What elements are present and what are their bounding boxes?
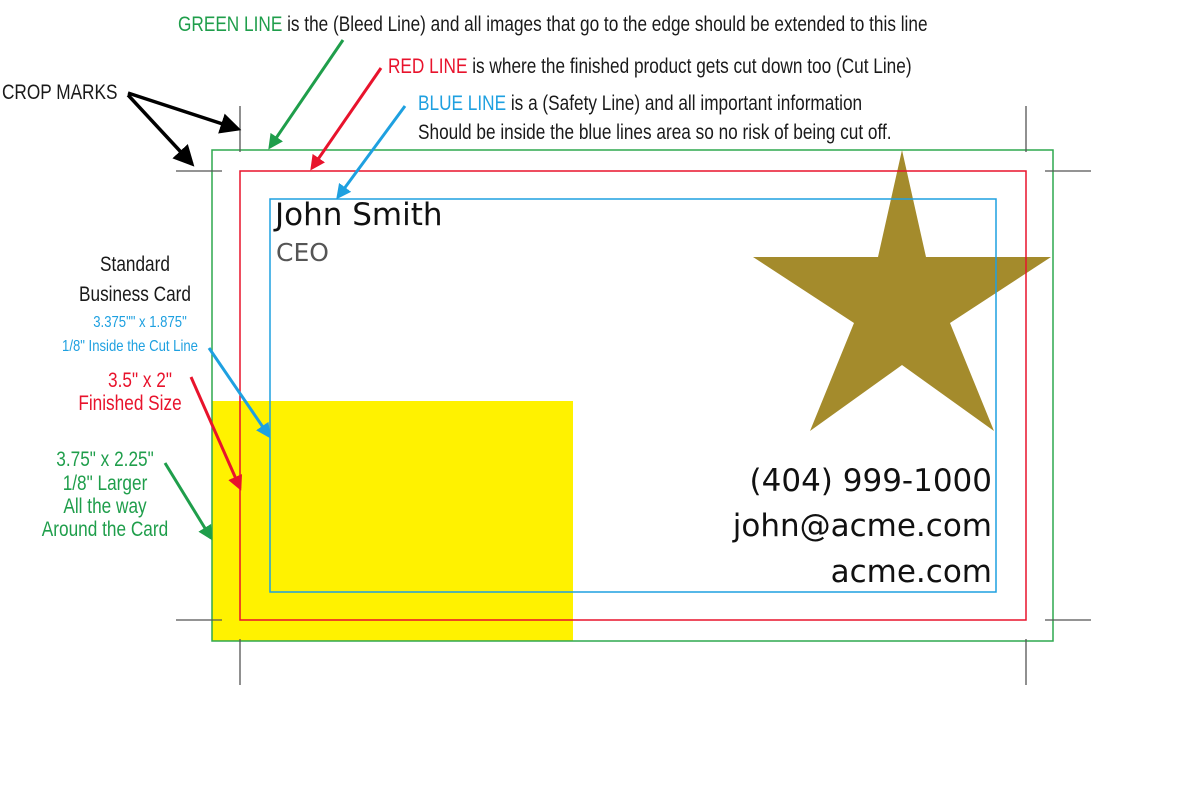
star-shape	[753, 150, 1051, 431]
green-line-description: is the (Bleed Line) and all images that …	[282, 13, 928, 36]
green-line-arrow	[268, 39, 345, 150]
blue-line-annotation-line2: Should be inside the blue lines area so …	[418, 121, 892, 144]
red-line-description: is where the finished product gets cut d…	[467, 55, 912, 78]
crop-marks-label: CROP MARKS	[2, 81, 118, 104]
blue-line-description: is a (Safety Line) and all important inf…	[506, 92, 863, 115]
finished-size-arrow	[189, 376, 243, 491]
standard-label: Standard	[100, 253, 170, 276]
yellow-image-block	[212, 401, 573, 641]
card-title: CEO	[276, 238, 329, 267]
business-card-label: Business Card	[79, 283, 191, 306]
safety-line-blue	[269, 198, 997, 593]
blue-line-arrow	[336, 105, 407, 200]
card-name: John Smith	[275, 197, 443, 233]
card-phone: (404) 999-1000	[749, 463, 992, 499]
crop-marks-arrow-2	[126, 93, 195, 167]
safety-note-label: 1/8" Inside the Cut Line	[62, 338, 198, 355]
blue-line-annotation: BLUE LINE is a (Safety Line) and all imp…	[418, 92, 862, 116]
finished-size-label: Finished Size	[78, 392, 182, 415]
red-line-keyword: RED LINE	[388, 55, 468, 78]
crop-marks-arrow-1	[127, 91, 242, 134]
crop-marks	[176, 106, 1091, 685]
bleed-all-the-way-label: All the way	[63, 495, 147, 518]
red-line-arrow	[310, 67, 383, 171]
bleed-size-value: 3.75" x 2.25"	[56, 448, 154, 471]
safety-size-label: 3.375"" x 1.875"	[93, 314, 187, 331]
bleed-around-label: Around the Card	[41, 518, 169, 541]
finished-size-value: 3.5" x 2"	[108, 369, 172, 392]
bleed-line-green	[211, 149, 1054, 642]
green-line-annotation: GREEN LINE is the (Bleed Line) and all i…	[178, 13, 928, 37]
bleed-larger-label: 1/8" Larger	[62, 472, 148, 495]
card-website: acme.com	[830, 554, 992, 590]
blue-line-keyword: BLUE LINE	[418, 92, 507, 115]
card-email: john@acme.com	[732, 508, 992, 544]
red-line-annotation: RED LINE is where the finished product g…	[388, 55, 912, 79]
safety-size-arrow	[207, 347, 271, 439]
bleed-size-arrow	[163, 462, 213, 541]
green-line-keyword: GREEN LINE	[178, 13, 283, 36]
